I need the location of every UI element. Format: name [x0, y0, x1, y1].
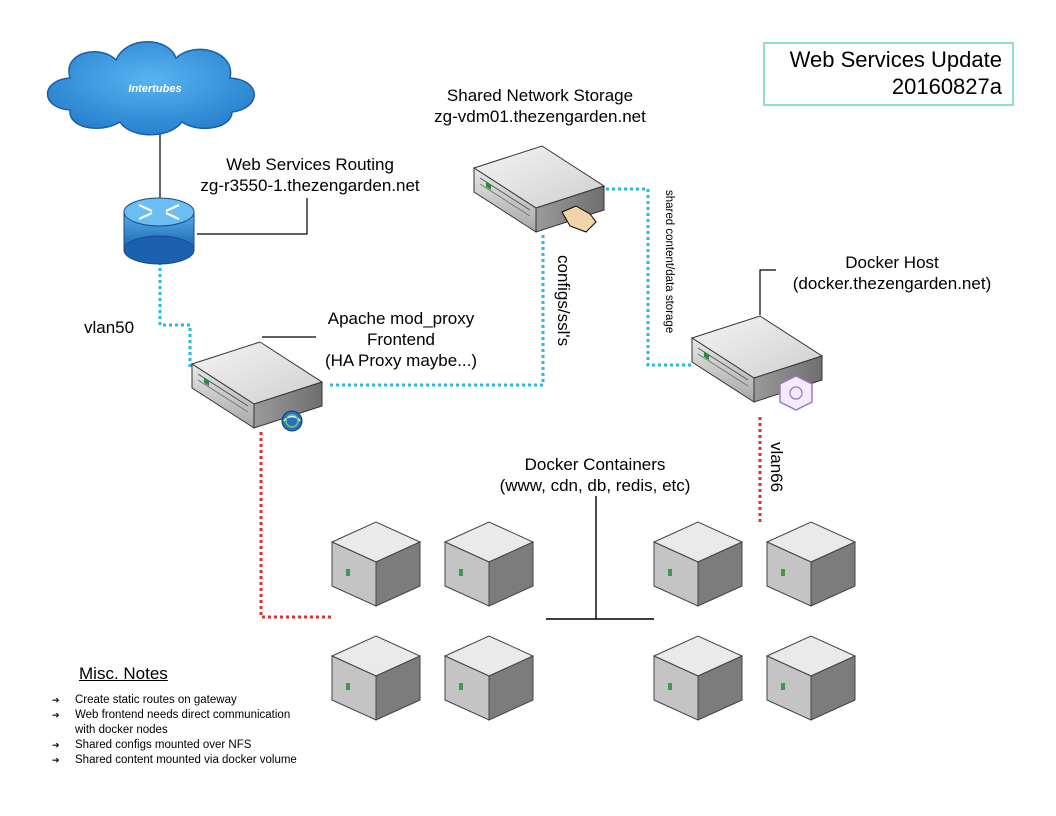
container-icon-6 [444, 635, 534, 721]
note-text: Web frontend needs direct communication [75, 709, 291, 721]
vlan66-label: vlan66 [767, 442, 786, 493]
arrow-bullet-icon: ➔ [52, 695, 60, 705]
container-icon-1 [331, 521, 421, 607]
router-label: Web Services Routing zg-r3550-1.thezenga… [180, 154, 440, 196]
link-proxy-containers [259, 432, 333, 619]
container-icon-7 [653, 635, 743, 721]
proxy-line-3: (HA Proxy maybe...) [324, 351, 478, 370]
note-item: with docker nodes [48, 723, 368, 738]
note-item: ➔ Shared content mounted via docker volum… [48, 753, 368, 768]
title-line-2: 20160827a [891, 74, 1002, 99]
notes-list: ➔ Create static routes on gateway ➔ Web fr… [48, 693, 368, 768]
docker-host-host: (docker.thezengarden.net) [792, 274, 992, 293]
container-bus [546, 496, 654, 620]
note-text: Shared content mounted via docker volume [75, 754, 297, 766]
container-icon-2 [444, 521, 534, 607]
hand-share-icon [561, 205, 597, 233]
configs-ssl-label: configs/ssl's [554, 255, 573, 347]
note-item: ➔ Shared configs mounted over NFS [48, 738, 368, 753]
note-item: ➔ Create static routes on gateway [48, 693, 368, 708]
containers-subtitle: (www, cdn, db, redis, etc) [499, 476, 691, 495]
arrow-bullet-icon: ➔ [52, 740, 60, 750]
containers-label: Docker Containers (www, cdn, db, redis, … [480, 454, 710, 496]
link-vlan50 [158, 262, 200, 370]
note-text: Shared configs mounted over NFS [75, 739, 252, 751]
container-icon-8 [766, 635, 856, 721]
docker-host-title: Docker Host [845, 253, 939, 272]
proxy-line-1: Apache mod_proxy [327, 309, 475, 328]
router-icon [123, 197, 195, 265]
callout-router [197, 198, 308, 235]
title-line-1: Web Services Update [789, 47, 1002, 72]
cloud-icon [46, 41, 255, 136]
shared-content-label: shared content/data storage [663, 190, 675, 334]
storage-label: Shared Network Storage zg-vdm01.thezenga… [405, 85, 675, 127]
note-text: with docker nodes [75, 724, 168, 736]
arrow-bullet-icon: ➔ [52, 710, 60, 720]
note-text: Create static routes on gateway [75, 694, 237, 706]
proxy-label: Apache mod_proxy Frontend (HA Proxy mayb… [306, 308, 496, 371]
storage-title: Shared Network Storage [446, 86, 634, 105]
docker-host-label: Docker Host (docker.thezengarden.net) [774, 252, 1010, 294]
link-shared-content [600, 187, 694, 367]
arrow-bullet-icon: ➔ [52, 755, 60, 765]
callout-docker-host [759, 269, 776, 315]
container-icon-3 [653, 521, 743, 607]
link-configs-ssl [330, 233, 545, 387]
storage-host: zg-vdm01.thezengarden.net [434, 107, 646, 126]
proxy-server-icon [191, 341, 323, 429]
globe-badge-icon [281, 410, 303, 432]
router-title: Web Services Routing [226, 155, 394, 174]
vlan50-label: vlan50 [84, 318, 135, 337]
container-icon-4 [766, 521, 856, 607]
docker-badge-icon [779, 375, 813, 411]
containers-title: Docker Containers [524, 455, 666, 474]
cloud-label: Intertubes [128, 83, 182, 95]
misc-notes: Misc. Notes ➔ Create static routes on gat… [48, 664, 368, 768]
proxy-line-2: Frontend [366, 330, 436, 349]
title-box: Web Services Update 20160827a [763, 42, 1014, 106]
notes-title: Misc. Notes [79, 664, 168, 683]
note-item: ➔ Web frontend needs direct communication [48, 708, 368, 723]
router-host: zg-r3550-1.thezengarden.net [200, 176, 420, 195]
